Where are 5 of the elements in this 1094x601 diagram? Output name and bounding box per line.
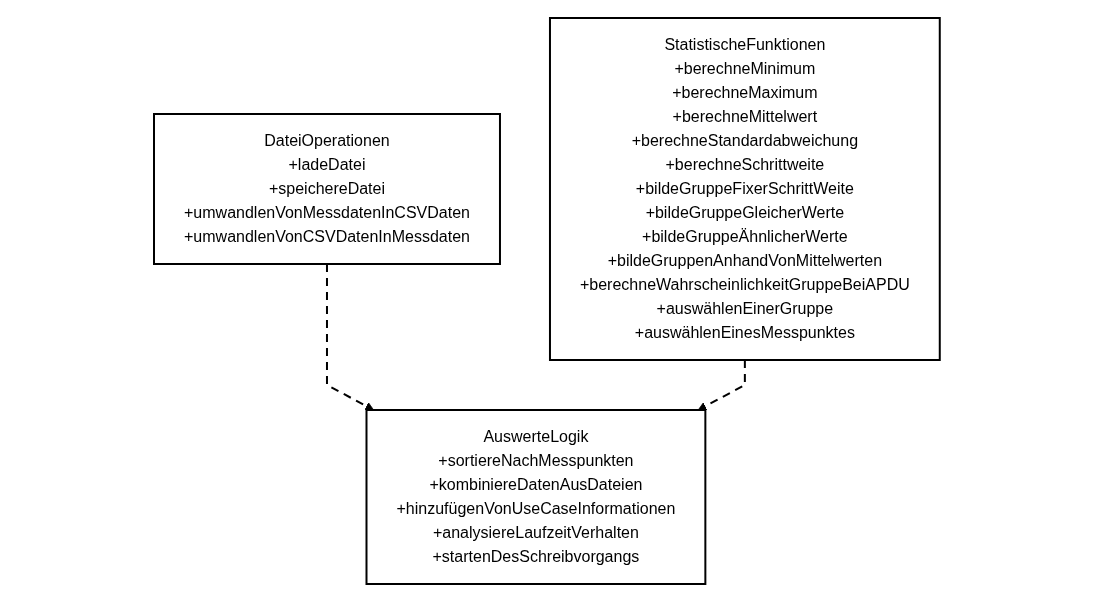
node-box: DateiOperationen +ladeDatei +speichereDatei +umwandlenVonMessdatenInCSVDaten +umwandlenVonCSVDatenInMessdaten: [153, 112, 502, 265]
node-box: StatistischeFunktionen +berechneMinimum +berechneMaximum +berechneMittelwert +berechneStandardabweichung +berechneSchrittweite +bildeGruppeFixerSchrittWeite +bildeGruppeGleicherWerte +bildeGruppeÄhnlicherWerte +bildeGruppenAnhandVonMittelwerten +berechneWahrscheinlichkeitGruppeBeiAPDU +auswählenEinerGruppe +auswählenEinesMesspunktes: [549, 16, 941, 361]
arrow: [697, 358, 746, 410]
node-box: AuswerteLogik +sortiereNachMesspunkten +kombiniereDatenAusDateien +hinzufügenVonUseCaseInformationen +analysiereLaufzeitVerhalten +startenDesSchreibvorgangs: [365, 408, 707, 585]
arrow: [326, 262, 375, 410]
